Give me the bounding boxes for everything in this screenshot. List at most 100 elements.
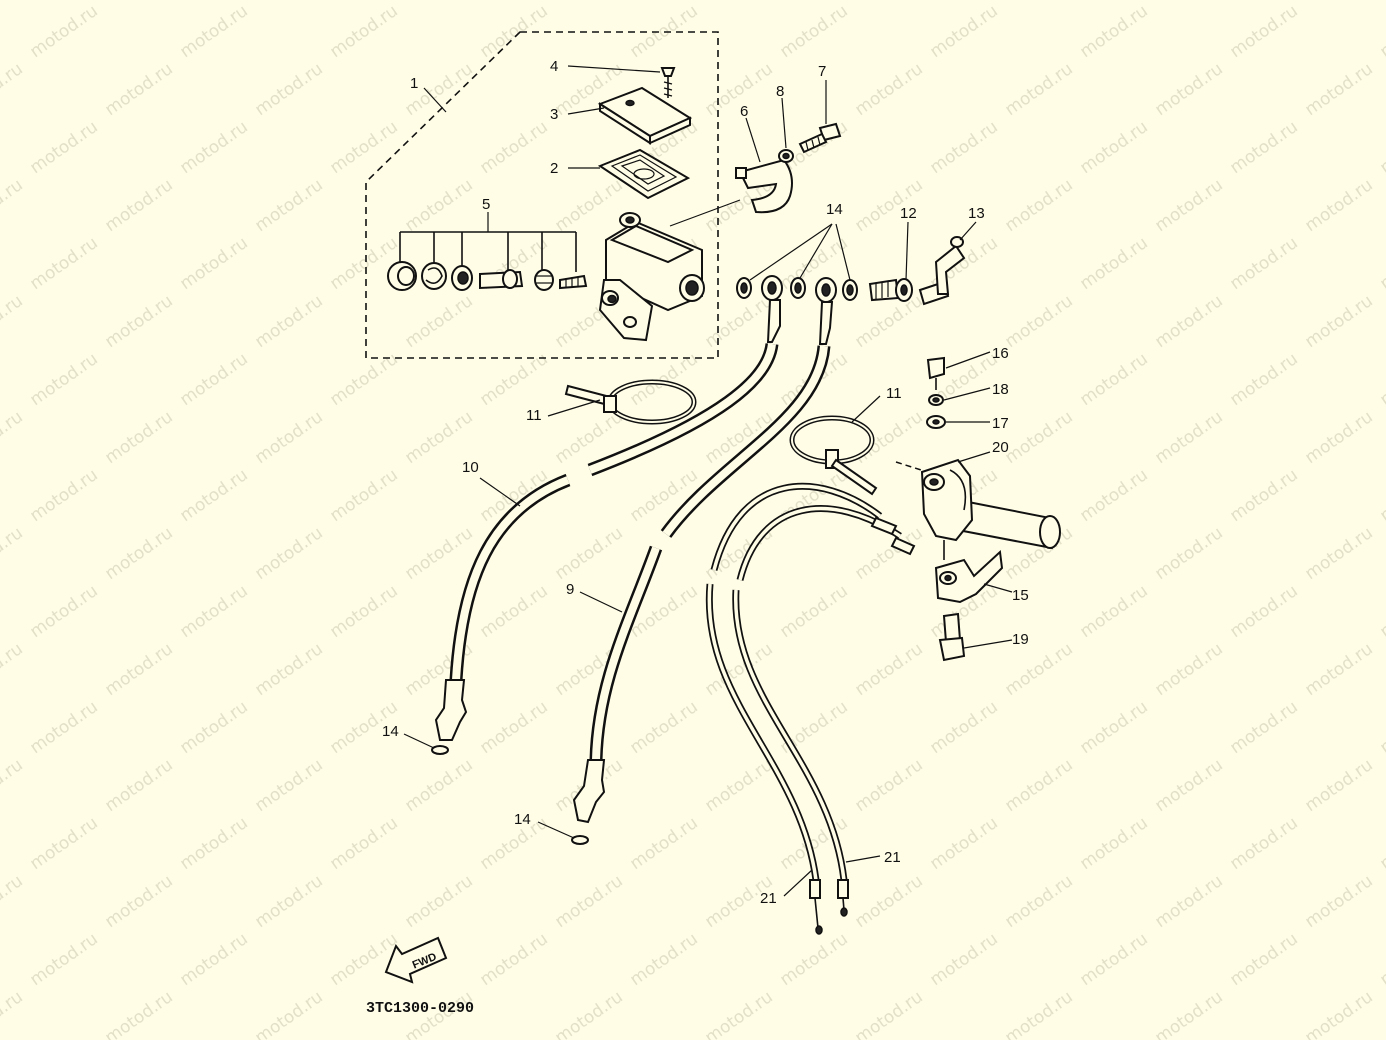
callout-7: 7 bbox=[818, 63, 826, 80]
callout-18: 18 bbox=[992, 381, 1009, 398]
watermark-text: motod.ru bbox=[1151, 407, 1226, 468]
watermark-text: motod.ru bbox=[701, 987, 776, 1040]
watermark-text: motod.ru bbox=[551, 871, 626, 932]
watermark-text: motod.ru bbox=[851, 59, 926, 120]
callout-4: 4 bbox=[550, 58, 558, 75]
watermark-text: motod.ru bbox=[26, 929, 101, 990]
watermark-text: motod.ru bbox=[1001, 639, 1076, 700]
watermark-text: motod.ru bbox=[251, 0, 326, 4]
watermark-text: motod.ru bbox=[1001, 59, 1076, 120]
watermark-text: motod.ru bbox=[176, 465, 251, 526]
screw-icon bbox=[660, 67, 676, 98]
callout-21a: 21 bbox=[760, 890, 777, 907]
watermark-text: motod.ru bbox=[26, 117, 101, 178]
watermark-text: motod.ru bbox=[326, 1, 401, 62]
callout-15: 15 bbox=[1012, 587, 1029, 604]
callout-21b: 21 bbox=[884, 849, 901, 866]
watermark-text: motod.ru bbox=[1076, 813, 1151, 874]
watermark-text: motod.ru bbox=[401, 871, 476, 932]
watermark-text: motod.ru bbox=[926, 1, 1001, 62]
watermark-text: motod.ru bbox=[0, 0, 27, 4]
watermark-text: motod.ru bbox=[1001, 291, 1076, 352]
watermark-text: motod.ru bbox=[551, 0, 626, 4]
callout-19: 19 bbox=[1012, 631, 1029, 648]
watermark-text: motod.ru bbox=[626, 813, 701, 874]
watermark-text: motod.ru bbox=[851, 0, 926, 4]
watermark-text: motod.ru bbox=[926, 697, 1001, 758]
watermark-text: motod.ru bbox=[326, 349, 401, 410]
watermark-text: motod.ru bbox=[1151, 0, 1226, 4]
watermark-text: motod.ru bbox=[176, 1, 251, 62]
watermark-text: motod.ru bbox=[101, 0, 176, 4]
watermark-text: motod.ru bbox=[1301, 639, 1376, 700]
master-cylinder-icon bbox=[598, 212, 705, 342]
watermark-text: motod.ru bbox=[1376, 465, 1386, 526]
callout-9: 9 bbox=[566, 581, 574, 598]
gasket-set-icon bbox=[736, 275, 858, 345]
watermark-text: motod.ru bbox=[101, 639, 176, 700]
watermark-text: motod.ru bbox=[476, 1, 551, 62]
brake-hose-icon bbox=[431, 342, 831, 845]
watermark-text: motod.ru bbox=[1226, 349, 1301, 410]
watermark-text: motod.ru bbox=[851, 755, 926, 816]
throttle-housing-icon bbox=[895, 458, 1061, 560]
leader-lines bbox=[403, 65, 1013, 897]
throttle-lever-icon bbox=[934, 549, 1004, 604]
small-hardware-icon bbox=[926, 356, 966, 662]
watermark-text: motod.ru bbox=[626, 697, 701, 758]
watermark-text: motod.ru bbox=[776, 929, 851, 990]
watermark-text: motod.ru bbox=[1301, 291, 1376, 352]
watermark-text: motod.ru bbox=[0, 871, 27, 932]
cable-tie-icon bbox=[564, 379, 878, 496]
watermark-text: motod.ru bbox=[251, 523, 326, 584]
watermark-text: motod.ru bbox=[251, 175, 326, 236]
watermark-text: motod.ru bbox=[551, 523, 626, 584]
watermark-text: motod.ru bbox=[1076, 233, 1151, 294]
holder-clamp-icon bbox=[735, 158, 793, 214]
watermark-text: motod.ru bbox=[101, 523, 176, 584]
watermark-text: motod.ru bbox=[1226, 697, 1301, 758]
watermark-text: motod.ru bbox=[26, 813, 101, 874]
watermark-text: motod.ru bbox=[176, 117, 251, 178]
watermark-text: motod.ru bbox=[701, 755, 776, 816]
watermark-text: motod.ru bbox=[0, 407, 27, 468]
callout-14c: 14 bbox=[514, 811, 531, 828]
watermark-text: motod.ru bbox=[551, 175, 626, 236]
callout-8: 8 bbox=[776, 83, 784, 100]
watermark-text: motod.ru bbox=[251, 407, 326, 468]
watermark-text: motod.ru bbox=[0, 175, 27, 236]
watermark-text: motod.ru bbox=[26, 1, 101, 62]
watermark-text: motod.ru bbox=[1001, 175, 1076, 236]
watermark-text: motod.ru bbox=[1376, 581, 1386, 642]
watermark-text: motod.ru bbox=[1226, 465, 1301, 526]
watermark-text: motod.ru bbox=[476, 697, 551, 758]
union-bolt-icon bbox=[868, 278, 913, 302]
watermark-text: motod.ru bbox=[176, 581, 251, 642]
watermark-text: motod.ru bbox=[1376, 697, 1386, 758]
watermark-text: motod.ru bbox=[1376, 813, 1386, 874]
watermark-text: motod.ru bbox=[1001, 871, 1076, 932]
watermark-text: motod.ru bbox=[176, 697, 251, 758]
watermark-text: motod.ru bbox=[1151, 291, 1226, 352]
watermark-text: motod.ru bbox=[1151, 523, 1226, 584]
watermark-text: motod.ru bbox=[326, 117, 401, 178]
callout-16: 16 bbox=[992, 345, 1009, 362]
watermark-text: motod.ru bbox=[1076, 581, 1151, 642]
watermark-text: motod.ru bbox=[926, 813, 1001, 874]
watermark-text: motod.ru bbox=[1301, 523, 1376, 584]
watermark-text: motod.ru bbox=[851, 291, 926, 352]
watermark-text: motod.ru bbox=[1076, 697, 1151, 758]
callout-14b: 14 bbox=[382, 723, 399, 740]
watermark-text: motod.ru bbox=[1376, 929, 1386, 990]
watermark-text: motod.ru bbox=[1076, 349, 1151, 410]
watermark-text: motod.ru bbox=[251, 639, 326, 700]
watermark-text: motod.ru bbox=[476, 929, 551, 990]
watermark-text: motod.ru bbox=[101, 59, 176, 120]
piston-kit-icon bbox=[387, 231, 588, 291]
watermark-text: motod.ru bbox=[251, 871, 326, 932]
watermark-text: motod.ru bbox=[1151, 639, 1226, 700]
watermark-text: motod.ru bbox=[1001, 755, 1076, 816]
drawing-code: 3TC1300-0290 bbox=[366, 1000, 474, 1017]
